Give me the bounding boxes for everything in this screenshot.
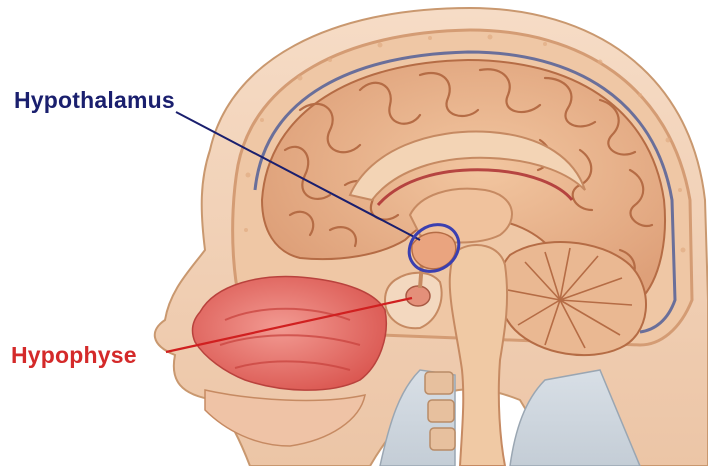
pituitary-gland [406, 286, 430, 306]
hypothalamus-label: Hypothalamus [14, 89, 175, 112]
hypophyse-label: Hypophyse [11, 344, 137, 367]
